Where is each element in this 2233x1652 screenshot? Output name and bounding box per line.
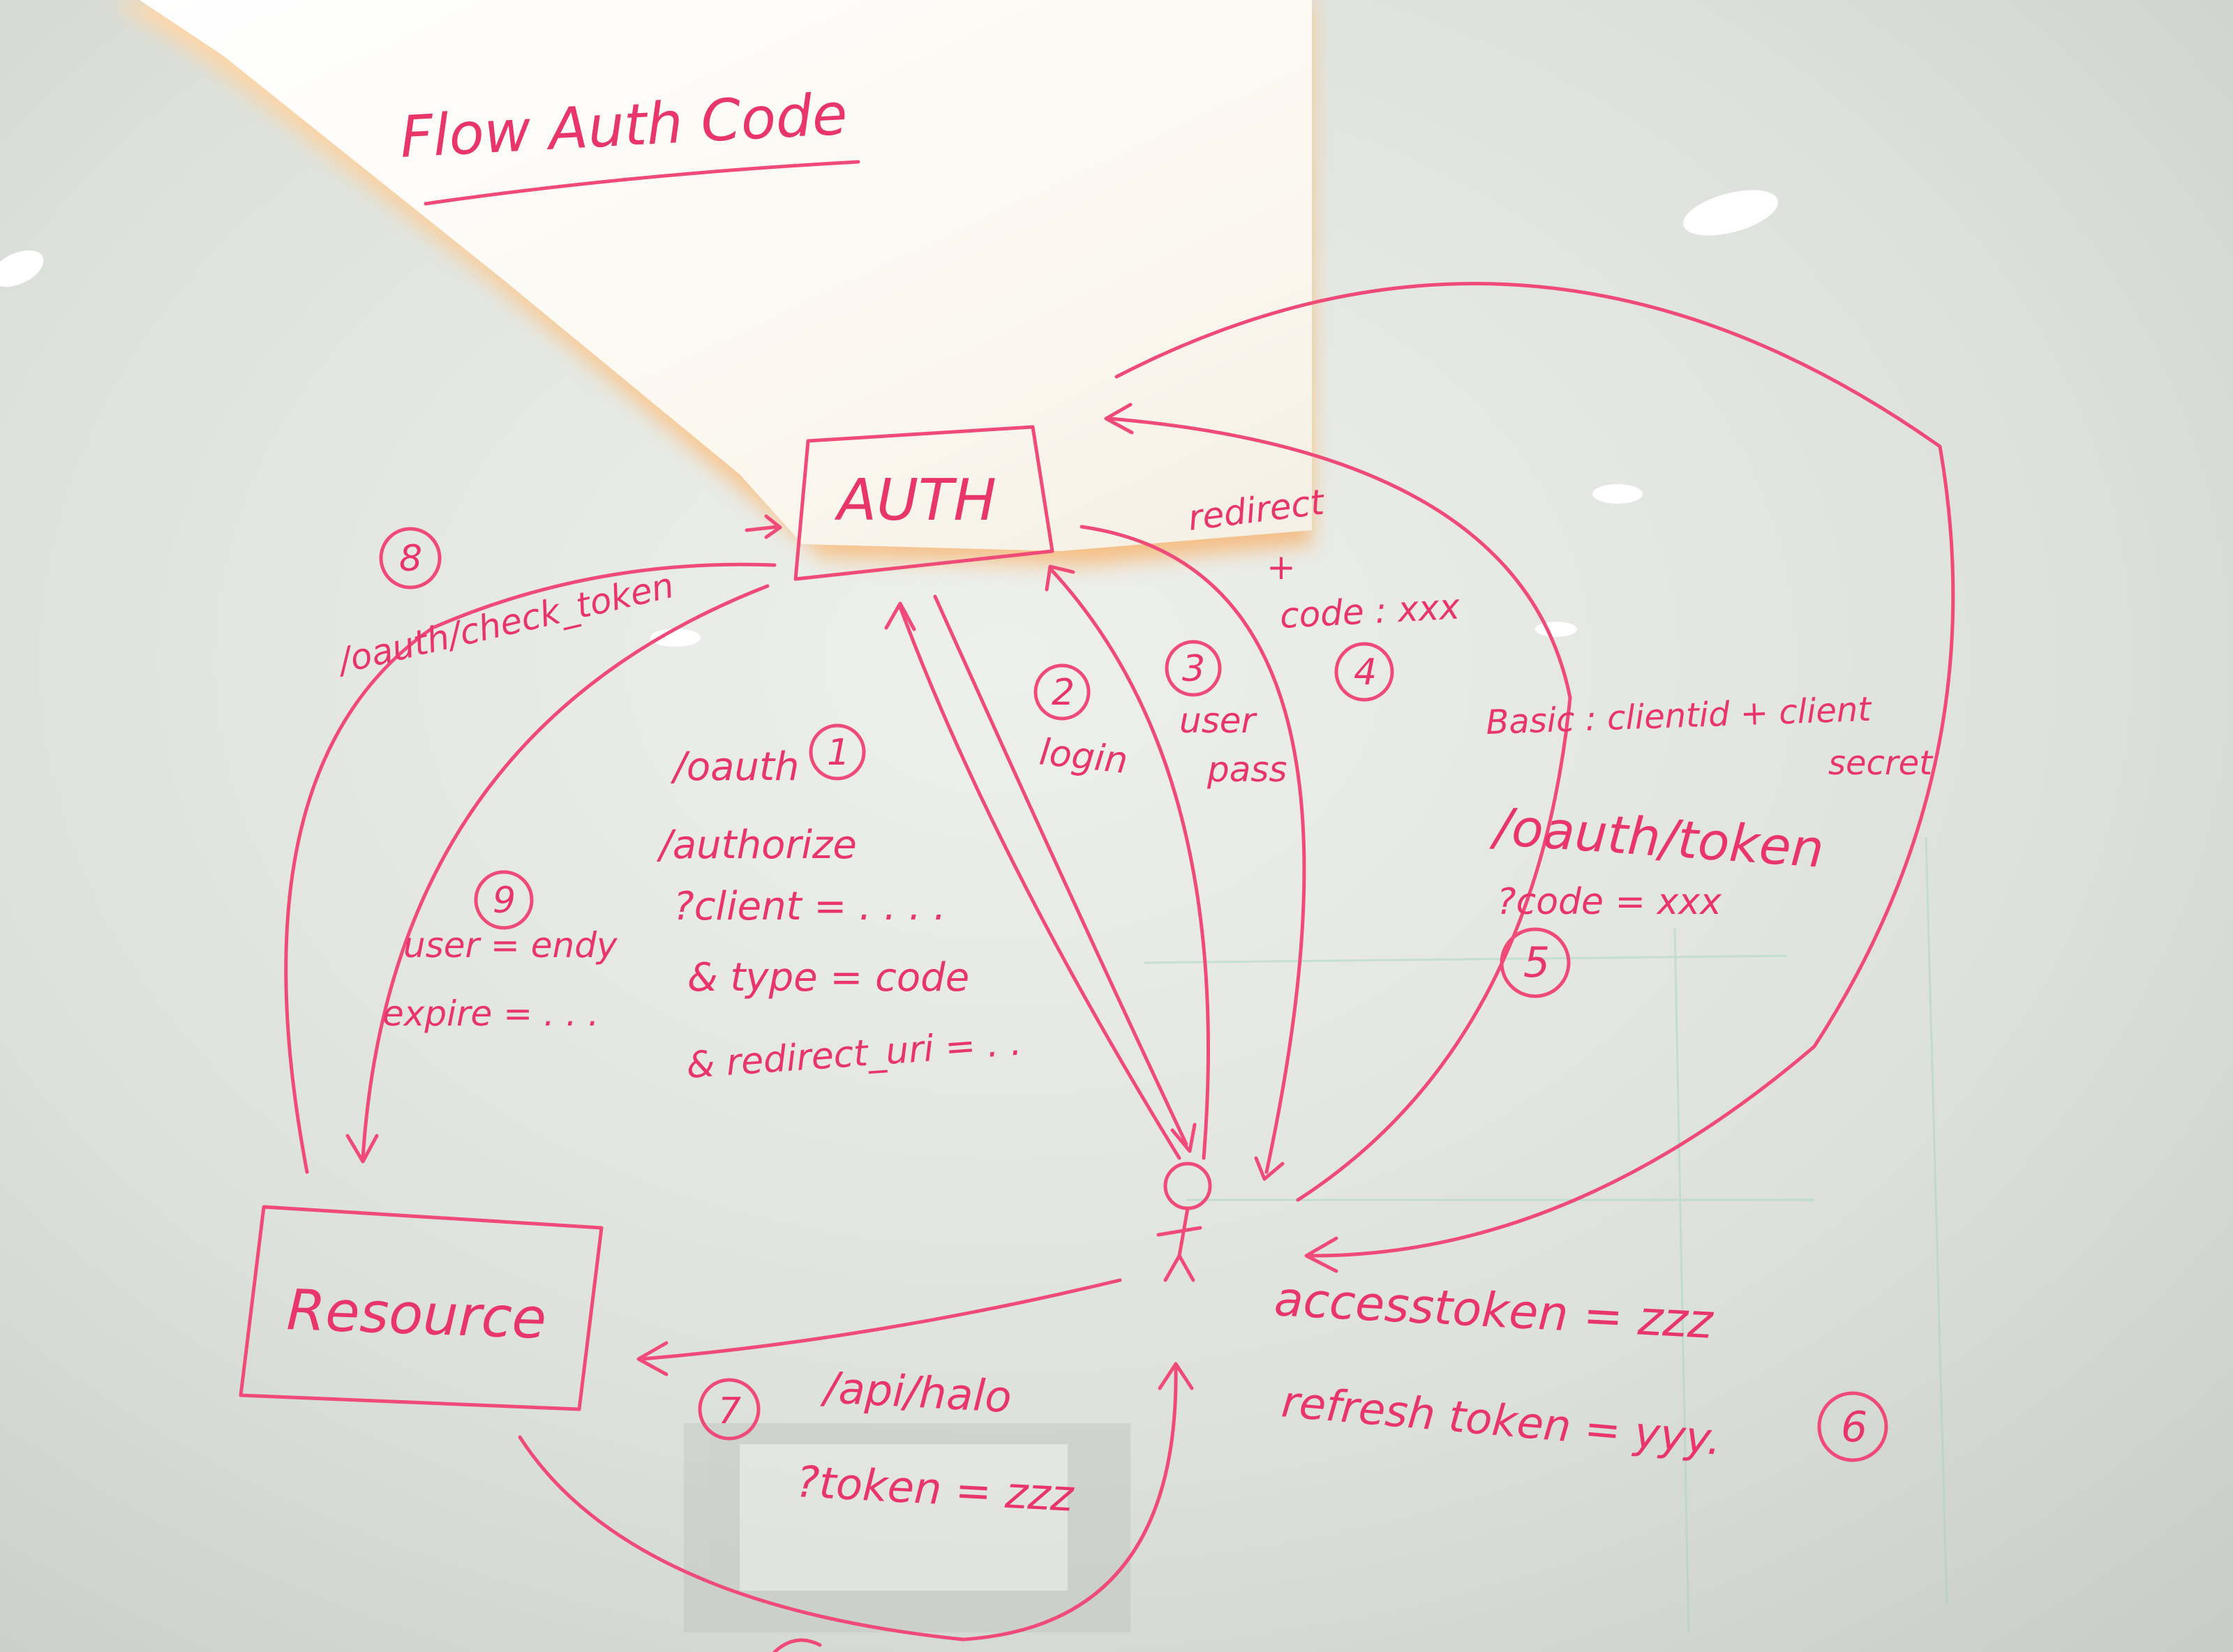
arrowhead-api-call <box>636 1341 669 1376</box>
step-circle-6 <box>1817 1391 1888 1462</box>
token-request-line-2: secret <box>1828 744 1934 783</box>
light-spots <box>0 190 1779 647</box>
authorize-line-1: /oauth <box>670 744 799 790</box>
step-number-2: 2 <box>1052 672 1075 714</box>
authorize-line-2: /authorize <box>656 823 857 868</box>
arrowhead-login <box>1170 1122 1197 1153</box>
faint-grid-lines <box>1144 836 1948 1633</box>
arrow-user-pass <box>1048 566 1210 1160</box>
step-circle-9 <box>474 870 534 930</box>
step-circle-2 <box>1033 663 1091 721</box>
step-number-3: 3 <box>1182 648 1205 690</box>
user-pass-line-1: user <box>1179 700 1258 741</box>
title-underline <box>424 160 860 206</box>
arrow-api-response <box>518 1365 1178 1642</box>
stray-mark <box>772 1638 822 1652</box>
arrow-redirect <box>1080 525 1306 1174</box>
user-pass-line-2: pass <box>1207 749 1287 790</box>
arrow-api-call <box>640 1278 1122 1361</box>
step-circle-7 <box>698 1378 761 1441</box>
step-number-6: 6 <box>1841 1403 1867 1452</box>
ink-lines <box>239 160 1955 1652</box>
token-info-text: user = endy expire = . . . <box>382 925 618 1034</box>
arrow-token-request <box>1107 416 1572 1202</box>
resource-box-label: Resource <box>285 1277 547 1351</box>
token-info-line-1: user = endy <box>403 925 618 966</box>
user-pass-text: user pass <box>1179 700 1287 790</box>
arrow-token-info <box>361 584 770 1160</box>
arrowhead-token-info <box>345 1134 379 1164</box>
arrowhead-user-pass <box>1045 564 1075 592</box>
auth-box-outline <box>793 425 1054 581</box>
token-request-line-4: ?code = xxx <box>1497 881 1722 923</box>
step-circle-4 <box>1334 642 1394 702</box>
step-number-8: 8 <box>399 538 422 580</box>
step-circle-5 <box>1500 927 1571 998</box>
step-number-5: 5 <box>1523 938 1550 987</box>
resource-box-outline <box>239 1205 604 1411</box>
step-number-9: 9 <box>493 880 516 922</box>
authorize-line-4: & type = code <box>687 955 969 1000</box>
step-number-4: 4 <box>1354 652 1377 693</box>
step-number-7: 7 <box>718 1390 741 1432</box>
step-numbers: 8 1 2 3 4 5 6 7 9 <box>399 538 1867 1452</box>
redirect-line-3: code : xxx <box>1279 587 1461 636</box>
redirect-line-2: + <box>1267 547 1296 587</box>
arrowhead-api-response <box>1158 1362 1194 1390</box>
token-info-line-2: expire = . . . <box>382 993 599 1034</box>
step-circle-8 <box>379 527 442 590</box>
arrow-token-response <box>1114 282 1955 1258</box>
user-figure-body <box>1156 1206 1202 1282</box>
step-circle-3 <box>1165 640 1222 697</box>
arrow-login <box>933 594 1188 1146</box>
api-call-line-1: /api/halo <box>819 1362 1013 1422</box>
laptop-reflection <box>684 1423 1130 1632</box>
arrow-check-token <box>284 562 777 1174</box>
arrowhead-token-request <box>1104 403 1134 435</box>
arrowhead-token-response <box>1304 1236 1338 1273</box>
login-label: login <box>1038 731 1130 782</box>
arrowhead-check-token <box>745 514 782 539</box>
arrowhead-authorize <box>884 601 916 631</box>
authorize-line-3: ?client = . . . . <box>673 884 946 929</box>
arrowhead-redirect <box>1254 1156 1285 1181</box>
step-number-1: 1 <box>827 732 850 774</box>
arrow-authorize <box>898 605 1181 1160</box>
ceiling-light-reflection <box>112 0 1312 565</box>
step-circle-1 <box>809 723 866 781</box>
auth-box-label: AUTH <box>834 467 996 534</box>
